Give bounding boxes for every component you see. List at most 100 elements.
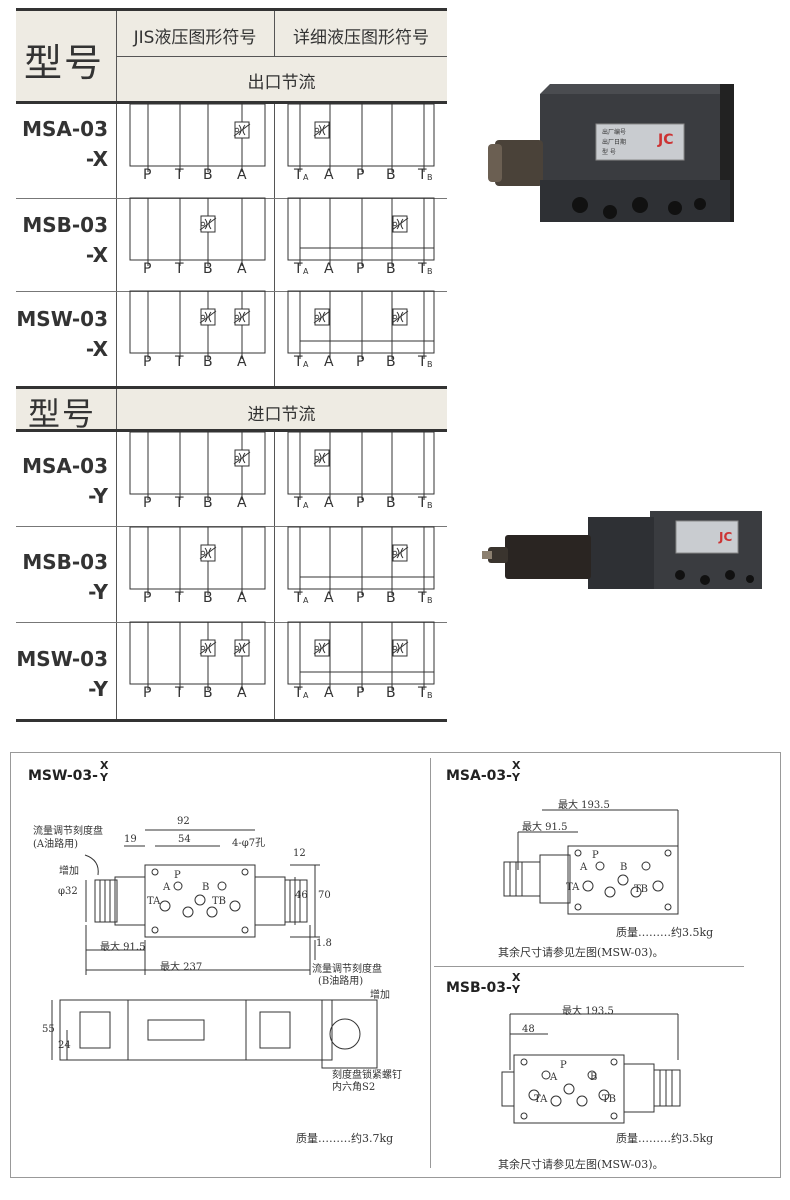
detail-port-label: B: [386, 495, 396, 511]
msa-port-ta: TA: [566, 882, 580, 893]
msw-d92: 92: [177, 816, 190, 827]
msw-d18: 1.8: [316, 938, 332, 949]
msw-d12: 12: [293, 848, 306, 859]
msb-port-b: B: [590, 1072, 598, 1083]
msa-max1935: 最大 193.5: [558, 800, 610, 811]
detail-port-label: B: [386, 167, 396, 183]
detail-port-label: P: [356, 261, 364, 277]
jis-port-label: A: [237, 167, 247, 183]
increase-label-a: 增加: [59, 866, 79, 877]
msb-port-p: P: [560, 1060, 567, 1071]
jis-header: JIS液压图形符号: [133, 28, 257, 48]
msw-title: MSW-03-: [28, 768, 98, 784]
detail-port-sub: B: [427, 360, 433, 369]
jis-port-label: P: [143, 495, 151, 511]
msb-max1935: 最大 193.5: [562, 1006, 614, 1017]
throttle-check-jis-b: [199, 308, 217, 326]
detail-port-label: A: [324, 261, 334, 277]
outlet-header: 出口节流: [247, 73, 316, 93]
msw-port-b: B: [202, 882, 210, 893]
detail-port-sub: B: [427, 173, 433, 182]
detail-port-sub: B: [427, 596, 433, 605]
msw-d46: 46: [295, 890, 308, 901]
detail-port-label: P: [356, 495, 364, 511]
detail-port-label: P: [356, 354, 364, 370]
msa-max915: 最大 91.5: [522, 822, 568, 833]
dial-b-sub: (B油路用): [318, 976, 364, 987]
msw-port-tb: TB: [212, 896, 227, 907]
detail-port-label: T: [417, 495, 427, 511]
msw-drawing: [51, 829, 378, 1069]
increase-label-b: 增加: [370, 990, 390, 1001]
msa-port-tb: TB: [634, 884, 649, 895]
jis-port-label: T: [174, 167, 184, 183]
detail-port-label: B: [386, 685, 396, 701]
msw-port-ta: TA: [147, 896, 161, 907]
throttle-check-jis-a: [233, 639, 251, 657]
jis-port-label: B: [203, 261, 213, 277]
detail-port-label: A: [324, 495, 334, 511]
jis-port-label: T: [174, 261, 184, 277]
throttle-check-det-a: [313, 308, 331, 326]
jis-port-label: P: [143, 685, 151, 701]
detail-port-label: B: [386, 590, 396, 606]
msa-port-a: A: [580, 862, 588, 873]
hex-label: 内六角S2: [332, 1082, 376, 1093]
msa-title: MSA-03-: [446, 768, 512, 784]
detail-port-label: P: [356, 167, 364, 183]
jis-port-label: P: [143, 167, 151, 183]
detail-port-label: T: [293, 261, 303, 277]
lock-screw-label: 刻度盘锁紧螺钉: [332, 1070, 402, 1081]
detail-port-label: T: [293, 590, 303, 606]
msw-d70: 70: [318, 890, 331, 901]
msw-holes: 4-φ7孔: [232, 838, 266, 849]
msb-title: MSB-03-: [446, 980, 512, 996]
detail-port-label: A: [324, 590, 334, 606]
msa-note: 其余尺寸请参见左图(MSW-03)。: [498, 946, 664, 959]
model-header-2: 型号: [28, 395, 97, 433]
plate-logo: JC: [657, 132, 673, 148]
plate-line2: 出厂日期: [602, 138, 626, 146]
throttle-check-det-a: [313, 121, 331, 139]
detail-port-label: A: [324, 167, 334, 183]
detail-port-sub: A: [303, 360, 309, 369]
msw-max915: 最大 91.5: [100, 942, 146, 953]
drawing-panel: [10, 752, 781, 1178]
detail-port-sub: B: [427, 267, 433, 276]
dial-a-label: 流量调节刻度盘: [33, 826, 103, 837]
throttle-check-det-b: [391, 308, 409, 326]
throttle-check-det-a: [313, 639, 331, 657]
detail-port-sub: A: [303, 173, 309, 182]
jis-port-label: T: [174, 495, 184, 511]
msa-port-p: P: [592, 850, 599, 861]
model-msb-x: MSB-03-X: [22, 213, 108, 267]
detail-port-label: P: [356, 685, 364, 701]
header-block-inlet: [16, 389, 447, 429]
msw-d55: 55: [42, 1024, 55, 1035]
detail-port-label: T: [417, 167, 427, 183]
msa-port-b: B: [620, 862, 628, 873]
detail-port-label: T: [293, 495, 303, 511]
model-msa-y: MSA-03-Y: [22, 454, 108, 508]
detail-port-label: B: [386, 261, 396, 277]
jis-port-label: A: [237, 354, 247, 370]
jis-port-label: B: [203, 590, 213, 606]
jis-port-label: T: [174, 685, 184, 701]
msb-port-tb: TB: [602, 1094, 617, 1105]
detail-port-label: T: [417, 685, 427, 701]
model-msw-x: MSW-03-X: [16, 307, 108, 361]
jis-port-label: T: [174, 354, 184, 370]
throttle-check-jis-a: [233, 121, 251, 139]
throttle-check-det-b: [391, 215, 409, 233]
msb-mass: 质量………约3.5kg: [616, 1132, 714, 1145]
jis-port-label: A: [237, 261, 247, 277]
detail-port-label: P: [356, 590, 364, 606]
plate-line1: 出厂编号: [602, 128, 626, 136]
